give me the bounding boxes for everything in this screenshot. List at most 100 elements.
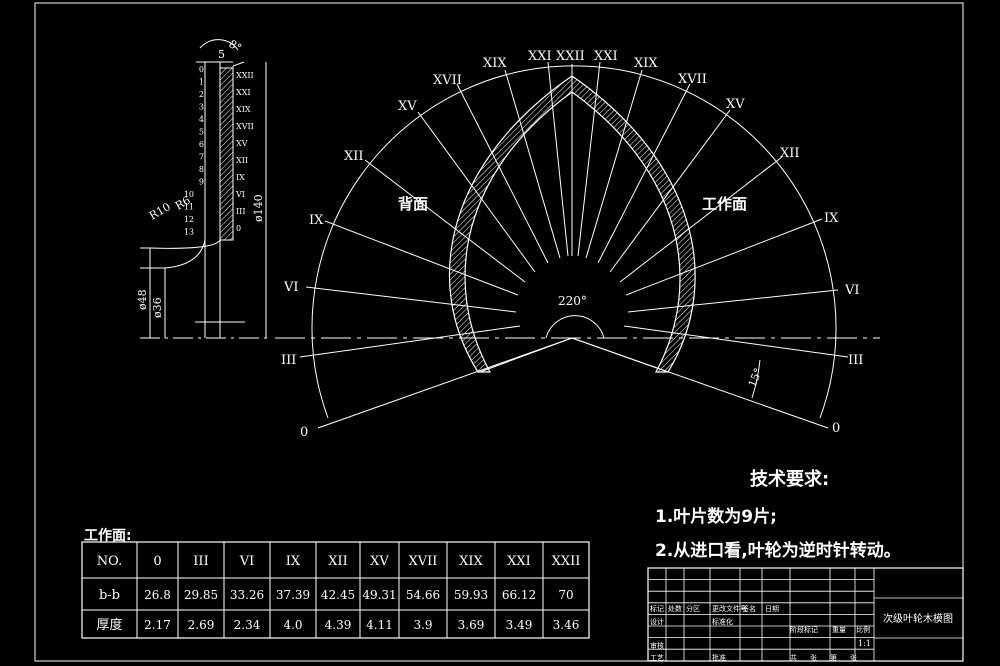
station-number: 8 [199,165,204,174]
radial-lines [299,61,849,358]
drawing-frame [34,2,964,662]
radial-line [417,111,536,273]
spacing-angle-label: 15° [746,366,765,389]
radial-line [305,286,517,313]
table-cell: 37.39 [276,588,310,602]
title-block-label: 签名 [742,604,756,613]
title-block-label: 第 [830,653,837,662]
station-number: 4 [199,115,204,124]
angle-label-17-left: XVII [433,73,462,88]
table-cell: 3.9 [413,618,432,632]
side-view-labels: 5 8° ø140 ø48 ø36 R10 R6 [136,37,265,318]
radial-line [619,156,783,283]
radial-line [597,83,691,264]
station-number: 5 [199,128,204,137]
radial-line [623,325,849,358]
side-stations: 012345678910111213XXIIXXIXIXXVIIXVXIIIXV… [184,65,254,237]
title-block-label: 重量 [832,626,846,634]
outer-arc [311,65,837,419]
dim-top-label: 5 [218,48,225,61]
radial-line [324,220,519,296]
title-block-label: 审核 [650,641,664,650]
hub-arc [545,315,605,339]
station-number: 3 [199,103,204,112]
station-label: XII [236,156,248,165]
side-view [140,39,272,339]
table-cell: 49.31 [362,588,396,602]
table-cell: 54.66 [406,588,440,602]
station-number: 11 [184,203,194,212]
angle-label-12-right: XII [780,146,800,161]
radius-10-label: R10 [147,200,173,222]
radial-line [577,61,601,257]
title-block-label: 张 [850,653,857,662]
table-cell: XV [370,554,389,569]
table-cell: 33.26 [230,588,264,602]
station-number: 9 [199,178,204,187]
table-cell: 3.46 [553,618,580,632]
radial-line [627,289,839,313]
station-label: XXII [236,71,254,80]
angle-label-15-right: XV [726,97,745,112]
title-block-label: 分区 [686,604,700,613]
blade-bottom-left [479,337,573,373]
angle-label-19-left: XIX [483,56,507,71]
table-cell: 70 [558,588,573,602]
radial-line [609,109,731,273]
table-cell: 4.39 [325,618,352,632]
title-block-label: 阶段标记 [790,625,818,634]
angle-label-17-right: XVII [678,72,707,87]
table-cell: 26.8 [144,588,171,602]
tech-item-2: 2.从进口看,叶轮为逆时针转动。 [655,540,901,561]
table-cell: IX [286,554,301,569]
center-angle-label: 220° [558,294,587,308]
table-cell: 42.45 [321,588,355,602]
chamfer-arc [199,39,239,51]
dim-diameter-36: ø36 [151,297,164,318]
title-block-label: 标准化 [712,617,733,626]
blade-bottom-right [571,337,669,373]
angle-dim-arc [751,359,761,399]
angle-label-22: XXII [556,49,585,64]
drawing-name: 次级叶轮木模图 [883,612,953,625]
angle-label-6-right: VI [844,283,860,298]
title-block-label: 比例 [856,625,870,634]
angle-label-21-left: XXI [528,49,552,64]
dim-diameter-48: ø48 [136,289,149,310]
table-cell: 3.69 [458,618,485,632]
table-cell: 66.12 [502,588,536,602]
angle-label-15-left: XV [398,99,417,114]
station-number: 10 [184,190,194,199]
table-row-label: 厚度 [96,617,122,633]
radial-line [547,61,569,257]
table-cell: 59.93 [454,588,488,602]
station-label: XXI [236,88,251,97]
angle-label-3-left: III [281,353,296,368]
station-number: 6 [199,140,204,149]
station-label: XIX [236,105,251,114]
zero-line-left [317,337,573,429]
tech-heading: 技术要求: [750,468,829,490]
tech-requirements: 技术要求: 1.叶片数为9片; 2.从进口看,叶轮为逆时针转动。 [655,468,901,561]
station-number: 12 [184,215,194,224]
table-cell: XIX [459,554,483,569]
angle-label-9-right: IX [824,211,839,226]
radial-line [585,69,643,259]
tech-item-1: 1.叶片数为9片; [655,506,777,527]
table-cell: 2.34 [234,618,261,632]
table-cell: 2.17 [144,618,171,632]
scale-value: 1:1 [858,639,871,648]
station-number: 13 [184,228,194,237]
table-cell: XXI [507,554,531,569]
station-label: XVII [236,122,254,131]
station-number: 2 [199,90,204,99]
title-block: 次级叶轮木模图标记处数分区更改文件号签名日期设计标准化阶段标记重量比例审核工艺批… [647,567,964,662]
table-title: 工作面: [84,527,132,544]
radial-line [456,83,549,264]
table-cell: 29.85 [184,588,218,602]
angle-label-0-left: 0 [300,425,308,440]
title-block-label: 日期 [765,605,779,613]
table-cell: XXII [552,554,581,569]
